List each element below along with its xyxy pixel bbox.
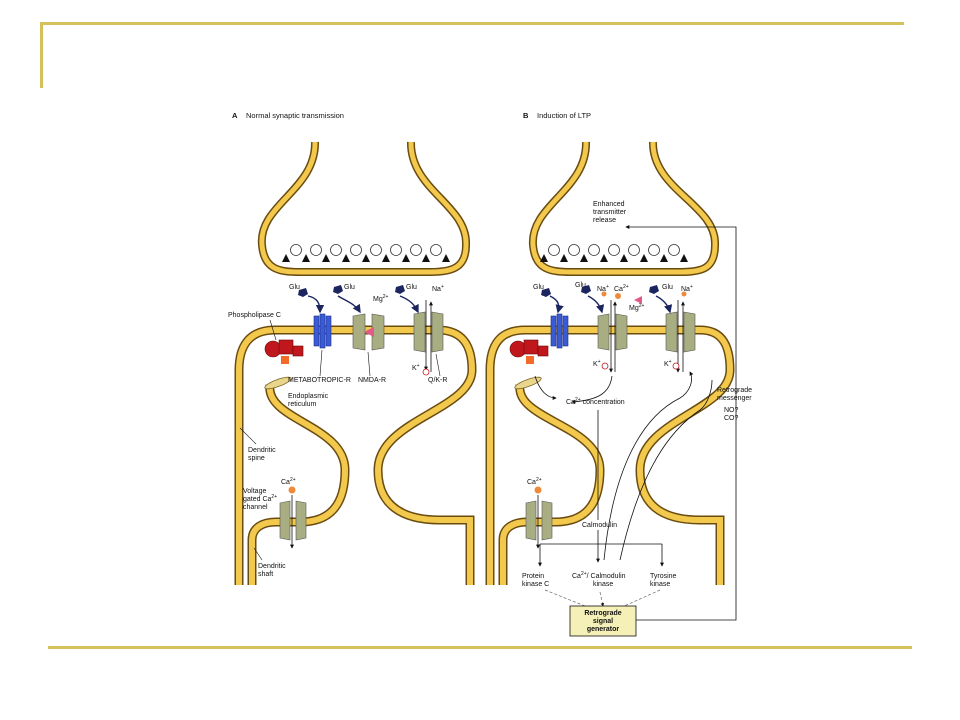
panel-b: B Induction of LTP	[485, 111, 752, 637]
label-ca-calmodulin: Ca2+/ Calmodulin	[572, 571, 626, 580]
presynaptic-terminal-b	[528, 141, 720, 276]
slide-frame-left-line	[40, 22, 43, 88]
nmda-receptor-b	[597, 296, 642, 373]
label-reticulum: reticulum	[288, 401, 317, 408]
label-ca-concentration: Ca2+concentration	[566, 397, 625, 406]
panel-a-letter: A	[232, 111, 238, 120]
glu-molecule-icon	[333, 285, 343, 294]
nmda-receptor-a	[352, 313, 385, 351]
phospholipase-c-b	[509, 339, 549, 364]
voltage-gated-channel-b	[525, 486, 553, 549]
label-tyrosine: Tyrosine	[650, 573, 677, 580]
label-kinase-c: kinase C	[522, 581, 549, 588]
endoplasmic-reticulum-a	[264, 376, 292, 390]
label-mg-b: Mg2+	[629, 303, 645, 312]
metabotropic-receptor-b	[550, 313, 569, 349]
label-release: release	[593, 217, 616, 224]
slide-frame-top-line	[40, 22, 904, 25]
label-dendritic-shaft-2: shaft	[258, 571, 273, 578]
label-mg: Mg2+	[373, 294, 389, 303]
label-retrograde: Retrograde	[584, 610, 621, 617]
label-protein: Protein	[522, 573, 544, 580]
slide-frame-bottom-line	[48, 646, 912, 649]
label-dendritic-spine-1: Dendritic	[248, 447, 276, 454]
glu-molecule-icon	[649, 285, 659, 294]
vesicle-row-a	[282, 244, 450, 262]
postsynaptic-membrane-b	[485, 325, 735, 585]
label-nmda-r: NMDA-R	[358, 377, 386, 384]
label-glu-1: Glu	[289, 284, 300, 291]
label-na-b2: Na+	[681, 284, 693, 293]
label-ca-b1: Ca2+	[614, 284, 629, 293]
label-k: K+	[412, 363, 420, 372]
label-glu-b2: Glu	[575, 282, 586, 289]
postsynaptic-membrane-a	[234, 325, 477, 585]
label-ca-kinase: kinase	[593, 581, 613, 588]
label-ca-a: Ca2+	[281, 477, 296, 486]
label-retrograde-messenger-1: Retrograde	[717, 387, 752, 394]
label-generator: generator	[587, 626, 620, 633]
label-transmitter: transmitter	[593, 209, 627, 216]
panel-b-title: Induction of LTP	[537, 111, 591, 120]
voltage-gated-channel-a	[279, 486, 307, 549]
label-na: Na+	[432, 284, 444, 293]
label-glu-2: Glu	[344, 284, 355, 291]
metabotropic-receptor-a	[313, 313, 332, 349]
label-k-b2: K+	[664, 359, 672, 368]
label-phospholipase-c: Phospholipase C	[228, 312, 281, 319]
label-enhanced: Enhanced	[593, 201, 625, 208]
presynaptic-terminal-a	[257, 141, 471, 276]
phospholipase-c-a	[264, 339, 304, 364]
panel-a-title: Normal synaptic transmission	[246, 111, 344, 120]
qk-receptor-a	[413, 300, 444, 372]
label-dendritic-spine-2: spine	[248, 455, 265, 462]
label-voltage: Voltage	[243, 488, 266, 495]
vesicle-row-b	[540, 244, 688, 262]
label-ca-b2: Ca2+	[527, 477, 542, 486]
label-metabotropic-r: METABOTROPIC-R	[288, 377, 351, 384]
retrograde-signal-generator-box	[569, 605, 637, 637]
label-k-b1: K+	[593, 359, 601, 368]
label-retrograde-messenger-2: messenger	[717, 395, 752, 402]
label-channel: channel	[243, 504, 268, 511]
label-dendritic-shaft-1: Dendritic	[258, 563, 286, 570]
glu-molecule-icon	[395, 285, 405, 294]
label-endoplasmic: Endoplasmic	[288, 393, 329, 400]
endoplasmic-reticulum-b	[514, 376, 542, 390]
label-glu-3: Glu	[406, 284, 417, 291]
label-qk-r: Q/K-R	[428, 377, 447, 384]
label-glu-b3: Glu	[662, 284, 673, 291]
qk-receptor-b	[665, 300, 696, 373]
label-signal: signal	[593, 618, 613, 625]
label-gated-ca: gated Ca2+	[243, 494, 277, 503]
label-glu-b1: Glu	[533, 284, 544, 291]
label-tyrosine-kinase: kinase	[650, 581, 670, 588]
label-no: NO?	[724, 407, 739, 414]
label-na-b1: Na+	[597, 284, 609, 293]
label-co: CO?	[724, 415, 739, 422]
panel-a: A Normal synaptic transmission	[228, 111, 477, 585]
label-calmodulin: Calmodulin	[582, 522, 617, 529]
panel-b-letter: B	[523, 111, 529, 120]
